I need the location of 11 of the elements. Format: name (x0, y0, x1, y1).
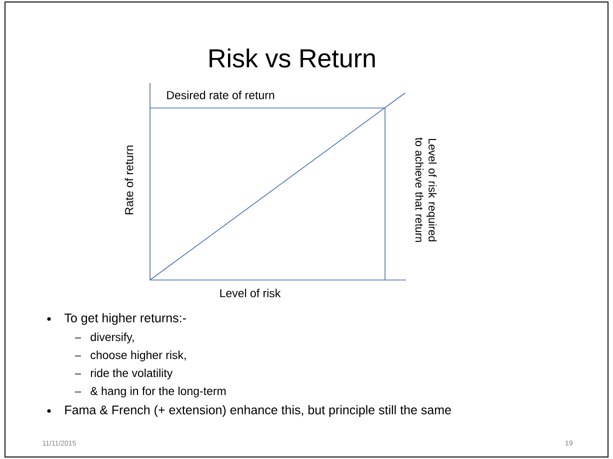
slide-title: Risk vs Return (210, 48, 375, 68)
bullet-item: Fama & French (+ extension) enhance this, but principle still the same (47, 405, 451, 417)
bullet-item: ride the volatility (74, 368, 173, 380)
bullet-item: choose higher risk, (74, 350, 186, 362)
axis-label: Level of risk required to achieve that return (415, 138, 437, 242)
bullet-item: To get higher returns:- (47, 313, 186, 325)
bullet-item: diversify, (74, 332, 134, 344)
axis-label: Level of risk (220, 288, 281, 298)
axis-label: Rate of return (124, 146, 134, 214)
bullet-item: & hang in for the long-term (74, 386, 226, 398)
axis-label: Desired rate of return (167, 90, 274, 100)
